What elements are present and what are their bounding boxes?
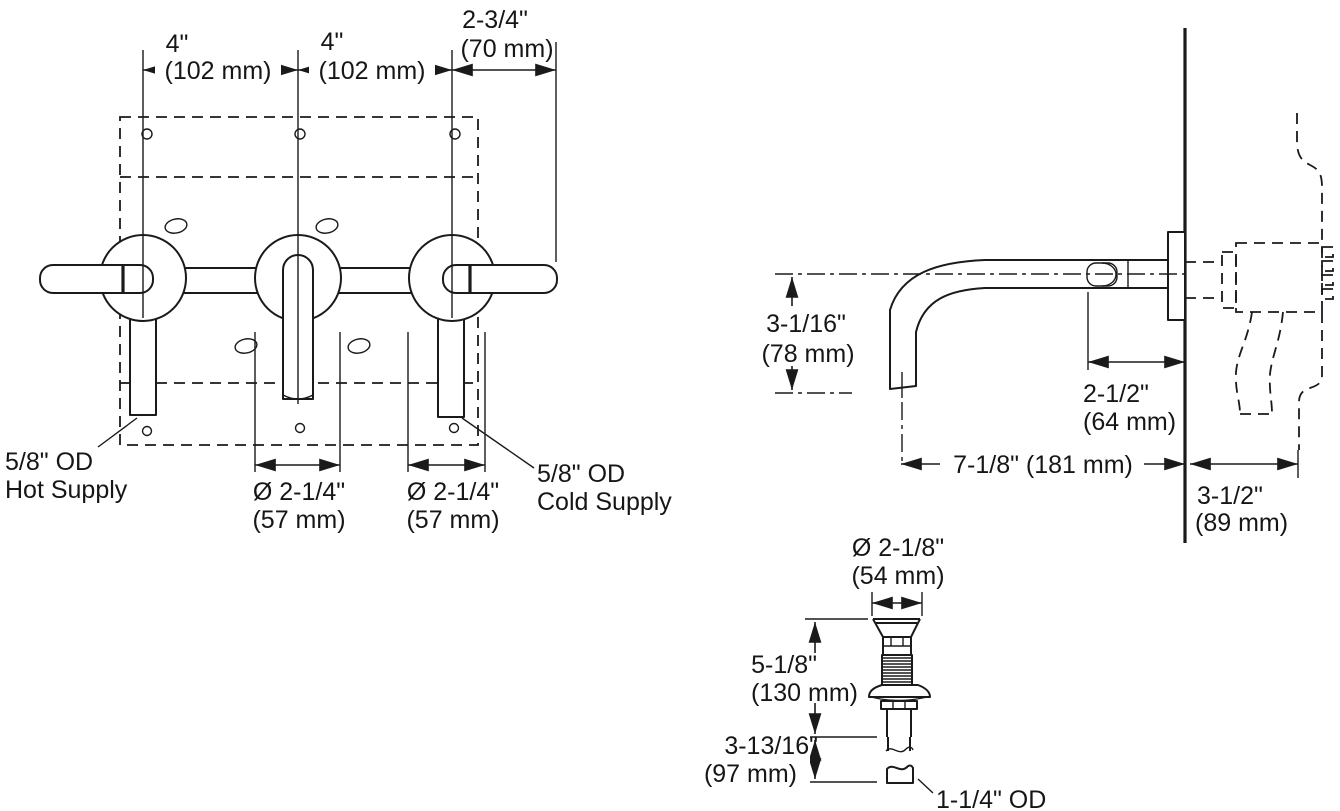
cold-handle [442,264,558,294]
drain-threads [881,654,913,686]
dim-spout-drop-mm: (78 mm) [761,340,854,368]
cold-supply-leader [461,417,535,469]
drain-extension-lines [805,592,923,783]
dim-body-length-value: 5-1/8" [751,651,817,679]
tailpiece-stub [886,764,914,784]
dim-wall-depth-mm: (89 mm) [1195,509,1288,537]
drain-view: Ø 2-1/8" (54 mm) 5-1/8" (130 mm) 3-13/16… [694,534,1046,811]
hot-supply-label-line1: 5/8" OD [5,448,93,476]
drain-assembly [868,618,934,794]
dim-dia-right-value: Ø 2-1/4" [407,478,499,506]
dim-tailpiece-value: 3-13/16" [724,732,818,760]
dim-4in-left-value: 4" [166,30,189,58]
dim-spout-drop-value: 3-1/16" [766,310,846,338]
dim-spout-reach-value: 7-1/8" (181 mm) [953,451,1133,479]
front-view: 4" (102 mm) 4" (102 mm) 2-3/4" (70 mm) 5… [5,6,672,534]
dim-dia-left-mm: (57 mm) [252,506,345,534]
dim-dia-left-value: Ø 2-1/4" [253,478,345,506]
dim-wall-depth-value: 3-1/2" [1197,482,1263,510]
hot-supply-leader [97,417,138,448]
hot-handle [39,264,154,294]
side-centerlines [775,273,1190,462]
front-centerlines [142,42,557,472]
spout-side [889,259,1169,398]
cold-supply-label-line1: 5/8" OD [537,460,625,488]
dim-inner-reach-mm: (64 mm) [1083,408,1176,436]
dim-4in-right-value: 4" [321,28,344,56]
cold-supply-label-line2: Cold Supply [537,488,672,516]
dim-tailpiece-mm: (97 mm) [704,760,797,788]
cold-supply-tube [437,312,465,418]
dim-4in-right-mm: (102 mm) [319,57,426,85]
dim-4in-left-mm: (102 mm) [165,57,272,85]
in-wall-valve-assembly [1185,113,1334,450]
dim-body-length-mm: (130 mm) [751,679,858,707]
mounting-holes [141,128,461,437]
hot-supply-label-line2: Hot Supply [5,476,128,504]
side-view: 3-1/16" (78 mm) 2-1/2" (64 mm) 7-1/8" (1… [756,28,1334,543]
dim-flange-dia-value: Ø 2-1/8" [852,534,944,562]
dim-flange-dia-mm: (54 mm) [851,562,944,590]
hot-supply-tube [129,312,157,416]
side-escutcheon [1167,231,1186,321]
dim-2-3-4-value: 2-3/4" [462,6,528,34]
tailpiece-break-line [885,746,914,753]
dim-inner-reach-value: 2-1/2" [1083,380,1149,408]
dim-2-3-4-mm: (70 mm) [460,35,553,63]
dim-dia-right-mm: (57 mm) [406,506,499,534]
tailpiece-od-leader [917,778,934,794]
dim-tailpiece-od-value: 1-1/4" OD [936,786,1046,811]
